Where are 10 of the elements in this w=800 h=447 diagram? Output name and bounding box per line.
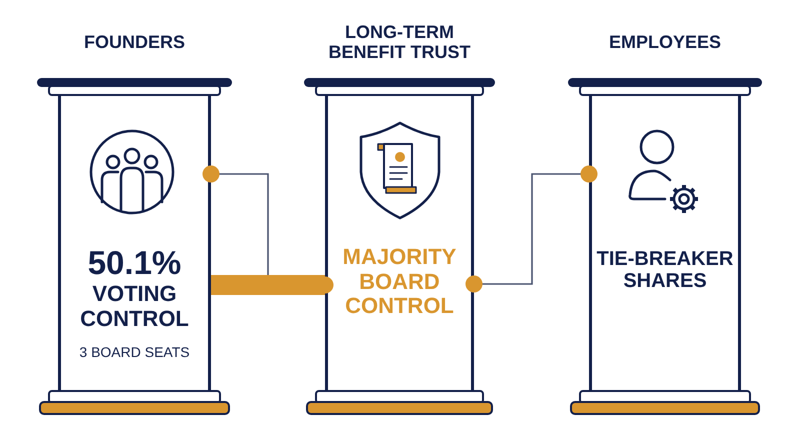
column-heading: FOUNDERS <box>82 30 186 54</box>
column-heading: LONG-TERM BENEFIT TRUST <box>328 20 472 64</box>
connector-bar <box>211 275 325 295</box>
column-note: 3 BOARD SEATS <box>78 345 191 361</box>
column-text: VOTING CONTROL <box>79 282 190 332</box>
connector-line <box>466 166 598 292</box>
column-text: TIE-BREAKER SHARES <box>596 248 734 293</box>
column-text: MAJORITY BOARD CONTROL <box>342 245 458 319</box>
percentage-value: 50.1% <box>86 245 182 282</box>
column-heading: EMPLOYEES <box>608 30 722 54</box>
